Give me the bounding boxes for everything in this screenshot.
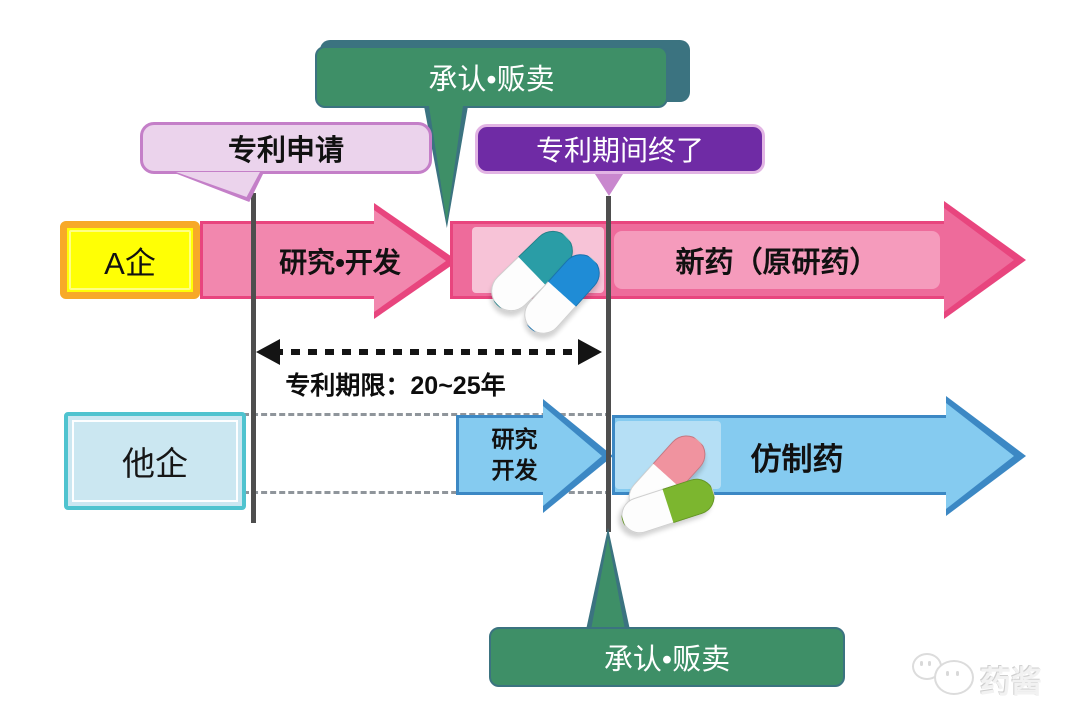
research-dev-label: 研究•开发 — [279, 247, 401, 278]
approval-top-label: 承认•贩卖 — [428, 64, 555, 96]
patent-term-arrow-stem — [274, 349, 582, 355]
patent-expiry-label: 专利期间终了 — [535, 135, 704, 166]
company-a-box: A企 — [60, 221, 200, 299]
approval-bottom-label: 承认•贩卖 — [603, 644, 731, 676]
patent-end-line — [606, 196, 611, 532]
patent-application-tail — [172, 172, 264, 202]
watermark-text: 药酱 — [980, 665, 1042, 700]
patent-expiry-callout: 专利期间终了 — [475, 124, 765, 174]
patent-term-arrowhead-left — [256, 339, 280, 365]
dashed-guide-line-top — [243, 413, 611, 416]
research-dev-other-label: 研究 开发 — [462, 424, 567, 486]
patent-term-label: 专利期限：20~25年 — [285, 372, 506, 400]
research-dev-other-line1: 研究 — [491, 426, 538, 452]
research-dev-other-arrow-head — [543, 399, 613, 513]
approval-bottom-callout: 承认•贩卖 — [489, 627, 845, 687]
other-company-label: 他企 — [122, 445, 188, 482]
other-company-box: 他企 — [64, 412, 246, 510]
patent-application-label: 专利申请 — [227, 135, 344, 167]
generic-drug-label: 仿制药 — [750, 441, 844, 477]
company-a-label: A企 — [104, 245, 156, 281]
new-drug-band: 新药（原研药） — [614, 231, 940, 289]
approval-bottom-pointer — [586, 528, 630, 630]
patent-start-line — [251, 193, 256, 523]
approval-top-pointer — [424, 106, 468, 228]
watermark: 药酱 — [900, 645, 1075, 707]
research-dev-arrow-head — [374, 203, 458, 319]
research-dev-arrow-body — [200, 221, 376, 299]
patent-expiry-pointer — [595, 174, 623, 196]
research-dev-other-arrow-body — [456, 415, 550, 495]
research-dev-other-line2: 开发 — [491, 457, 538, 484]
dashed-guide-line-bottom — [243, 491, 611, 494]
generic-drug-arrow-head — [946, 396, 1026, 516]
patent-term-arrowhead-right — [578, 339, 602, 365]
patent-application-callout: 专利申请 — [140, 122, 432, 174]
other-company-box-inner-frame — [72, 420, 238, 502]
new-drug-label: 新药（原研药） — [675, 247, 879, 279]
new-drug-arrow-head — [944, 201, 1026, 319]
company-a-box-inner-frame — [69, 230, 191, 290]
approval-top-callout: 承认•贩卖 — [315, 46, 668, 108]
